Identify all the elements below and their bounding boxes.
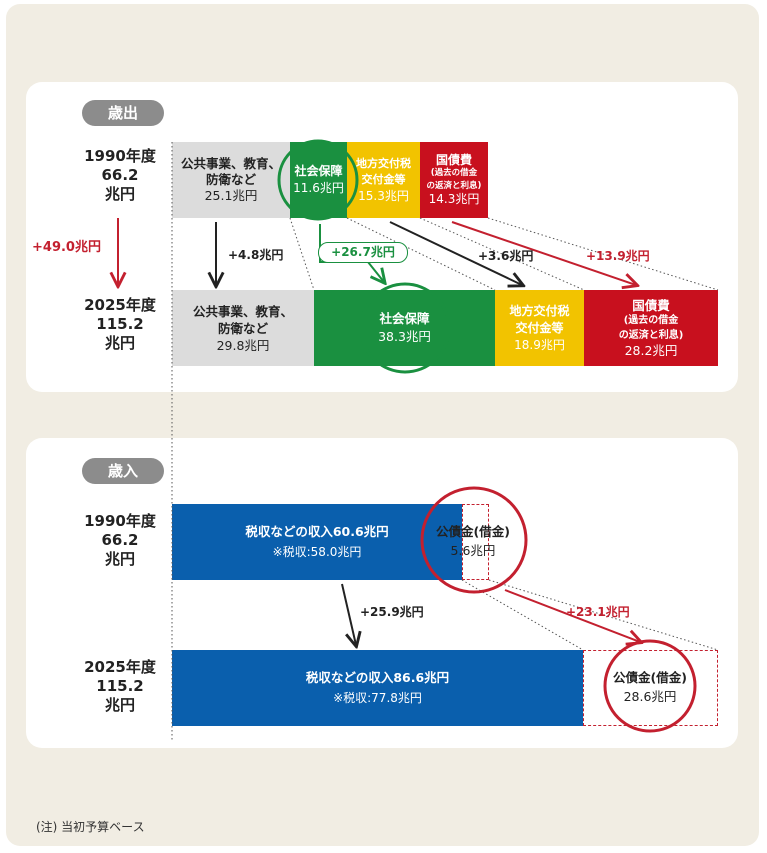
rev2025-tax-block: 税収などの収入86.6兆円 ※税収:77.8兆円: [172, 650, 583, 726]
exp-year-2025: 2025年度 115.2 兆円: [70, 296, 170, 353]
exp1990-local-value: 15.3兆円: [358, 189, 409, 203]
exp-year-1990-unit: 兆円: [104, 185, 135, 203]
rev1990-bond-label: 公債金(借金): [436, 524, 510, 539]
exp1990-debt-block: 国債費 (過去の借金 の返済と利息) 14.3兆円: [420, 142, 488, 218]
exp1990-social-block: 社会保障 11.6兆円: [290, 142, 347, 218]
exp1990-debt-value: 14.3兆円: [428, 192, 480, 206]
exp1990-public-value: 25.1兆円: [204, 188, 258, 203]
exp2025-public-label2: 防衛など: [217, 320, 268, 336]
exp2025-local-block: 地方交付税 交付金等 18.9兆円: [495, 290, 584, 366]
rev1990-tax-block: 税収などの収入60.6兆円 ※税収:58.0兆円: [172, 504, 462, 580]
exp2025-social-block: 社会保障 38.3兆円: [314, 290, 495, 366]
exp1990-social-label: 社会保障: [294, 164, 343, 178]
exp-year-1990-label: 1990年度: [84, 147, 156, 165]
guide-local: [419, 217, 585, 291]
rev2025-bond-block: [583, 650, 718, 726]
guide-debt: [487, 217, 719, 291]
exp-year-1990-amount: 66.2: [101, 166, 139, 184]
exp1990-local-label2: 交付金等: [361, 173, 406, 186]
exp2025-debt-block: 国債費 (過去の借金 の返済と利息) 28.2兆円: [584, 290, 718, 366]
rev2025-bond-value: 28.6兆円: [623, 689, 677, 704]
tax-delta-arrow: [341, 583, 356, 645]
rev1990-bond-value: 5.6兆円: [450, 543, 496, 558]
bond-1990-highlight-circle: [420, 486, 528, 594]
exp2025-social-value: 38.3兆円: [378, 329, 431, 344]
exp2025-debt-label1: 国債費: [632, 298, 670, 313]
exp1990-debt-label3: の返済と利息): [426, 181, 482, 191]
social-delta-label: +26.7兆円: [318, 242, 408, 263]
exp-year-2025-unit: 兆円: [104, 334, 135, 352]
local-delta-arrow: [389, 221, 522, 285]
exp-year-2025-label: 2025年度: [84, 296, 156, 314]
exp-year-1990: 1990年度 66.2 兆円: [70, 147, 170, 204]
rev2025-tax-note: ※税収:77.8兆円: [333, 691, 422, 705]
local-delta-label: +3.6兆円: [478, 249, 534, 263]
exp-year-2025-amount: 115.2: [96, 315, 144, 333]
exp1990-local-label1: 地方交付税: [356, 157, 411, 170]
exp1990-debt-label2: (過去の借金: [430, 168, 478, 178]
exp1990-public-block: 公共事業、教育、 防衛など 25.1兆円: [172, 142, 290, 218]
bond-delta-arrow: [504, 589, 640, 642]
exp2025-public-value: 29.8兆円: [216, 337, 270, 353]
guide-rev-tax: [461, 579, 584, 651]
exp2025-local-label2: 交付金等: [515, 320, 564, 335]
rev1990-bond-labels: 公債金(借金) 5.6兆円: [426, 520, 520, 562]
exp1990-public-label1: 公共事業、教育、: [180, 156, 281, 171]
exp1990-debt-label1: 国債費: [435, 153, 472, 167]
rev-year-1990-label: 1990年度: [84, 512, 156, 530]
bond-2025-highlight-circle: [603, 639, 697, 733]
bond-delta-label: +23.1兆円: [566, 605, 630, 619]
exp2025-public-label1: 公共事業、教育、: [192, 303, 293, 319]
rev-year-2025-amount: 115.2: [96, 677, 144, 695]
guide-social: [346, 217, 496, 291]
rev-year-1990: 1990年度 66.2 兆円: [70, 512, 170, 569]
revenue-section-label: 歳入: [82, 458, 164, 484]
rev-year-2025: 2025年度 115.2 兆円: [70, 658, 170, 715]
rev2025-tax-label: 税収などの収入86.6兆円: [305, 670, 450, 685]
debt-delta-arrow: [451, 221, 636, 285]
rev-year-1990-unit: 兆円: [104, 550, 135, 568]
rev1990-tax-label: 税収などの収入60.6兆円: [245, 524, 389, 539]
rev-year-2025-label: 2025年度: [84, 658, 156, 676]
social-1990-highlight-circle: [277, 139, 359, 221]
rev-year-2025-unit: 兆円: [104, 696, 135, 714]
social-2025-highlight-circle: [359, 282, 451, 374]
exp1990-social-value: 11.6兆円: [293, 181, 344, 195]
exp1990-local-block: 地方交付税 交付金等 15.3兆円: [347, 142, 420, 218]
footnote: (注) 当初予算ベース: [36, 820, 145, 834]
rev1990-bond-block: [462, 504, 489, 580]
guide-public: [289, 217, 315, 291]
rev1990-tax-note: ※税収:58.0兆円: [272, 545, 362, 559]
exp2025-public-block: 公共事業、教育、 防衛など 29.8兆円: [172, 290, 314, 366]
exp2025-debt-label3: の返済と利息): [618, 330, 684, 341]
exp1990-public-label2: 防衛など: [205, 172, 256, 187]
rev2025-bond-labels: 公債金(借金) 28.6兆円: [603, 666, 697, 708]
exp2025-social-label: 社会保障: [379, 311, 430, 326]
total-delta-label: +49.0兆円: [32, 240, 101, 255]
rev2025-bond-label: 公債金(借金): [613, 670, 687, 685]
rev-year-1990-amount: 66.2: [101, 531, 139, 549]
exp2025-local-value: 18.9兆円: [514, 337, 565, 352]
exp2025-debt-label2: (過去の借金: [623, 315, 679, 326]
tax-delta-label: +25.9兆円: [360, 605, 424, 619]
public-delta-label: +4.8兆円: [228, 248, 284, 262]
exp2025-debt-value: 28.2兆円: [624, 343, 678, 358]
expenditure-section-label: 歳出: [82, 100, 164, 126]
debt-delta-label: +13.9兆円: [586, 249, 650, 263]
exp2025-local-label1: 地方交付税: [509, 303, 570, 318]
